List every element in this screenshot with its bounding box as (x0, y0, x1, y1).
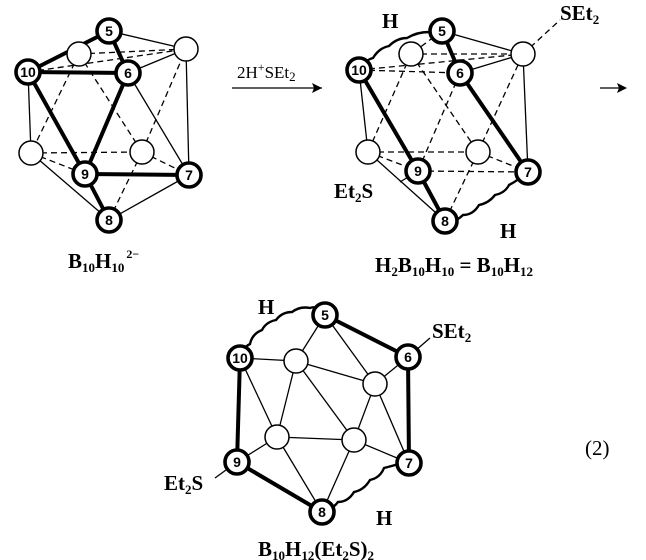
atom-8 (95, 206, 123, 234)
atom-6 (114, 59, 142, 87)
atom-label-8: 8 (318, 504, 326, 520)
cluster-b10h12-et2s2: 5 6 7 8 9 10 H H SEt2 Et2S B10H12(Et2S)2 (164, 295, 471, 560)
atom-label-6: 6 (124, 65, 132, 81)
atom-9 (71, 160, 99, 188)
atom-10 (345, 56, 373, 84)
atom-5 (311, 301, 339, 329)
ligand-set2: SEt2 (560, 1, 599, 27)
boron-atom (129, 139, 155, 165)
boron-atom (510, 41, 536, 67)
boron-atom (18, 140, 44, 166)
atom-9 (404, 157, 432, 185)
boron-atom (398, 41, 424, 67)
arrow-label: 2H+SEt2 (237, 60, 296, 84)
boron-atom (283, 348, 309, 374)
ligand-et2s: Et2S (334, 179, 373, 205)
cluster-b10h10: 5 6 7 8 9 10 B10H102− (14, 17, 203, 275)
reaction-arrow-2 (600, 83, 627, 93)
atom-label-5: 5 (438, 23, 446, 39)
atom-7 (395, 449, 423, 477)
caption-b10h12-et2s2: B10H12(Et2S)2 (258, 537, 374, 560)
boron-atom (264, 424, 290, 450)
boron-atom (362, 371, 388, 397)
atom-10 (14, 58, 42, 86)
boron-atom (66, 41, 92, 67)
caption-b10h10: B10H102− (68, 247, 139, 275)
atom-label-7: 7 (405, 455, 413, 471)
atom-6 (394, 343, 422, 371)
atom-6 (446, 59, 474, 87)
ligand-set2: SEt2 (432, 319, 471, 345)
atom-8 (431, 207, 459, 235)
atom-7 (514, 158, 542, 186)
atom-label-10: 10 (232, 350, 248, 366)
atom-label-8: 8 (441, 213, 449, 229)
atom-label-10: 10 (20, 64, 36, 80)
atom-9 (223, 448, 251, 476)
reaction-arrow-1: 2H+SEt2 (232, 60, 322, 93)
atom-7 (175, 161, 203, 189)
boron-atom (341, 427, 367, 453)
caption-b10h12: H2B10H10 = B10H12 (375, 253, 533, 279)
bridge-h-bottom: H (376, 506, 392, 530)
atom-label-5: 5 (105, 23, 113, 39)
ligand-et2s: Et2S (164, 471, 203, 497)
bridge-h-top: H (382, 9, 398, 33)
atom-label-5: 5 (321, 307, 329, 323)
bridge-h-bottom: H (500, 219, 516, 243)
atom-10 (226, 344, 254, 372)
atom-5 (95, 17, 123, 45)
cluster-b10h12: 5 6 7 8 9 10 H H SEt2 Et2S H2B10H10 = B1… (334, 1, 599, 279)
atom-5 (428, 17, 456, 45)
atom-label-6: 6 (456, 65, 464, 81)
equation-number: (2) (585, 436, 610, 460)
bridge-h-top: H (258, 295, 274, 319)
atom-8 (308, 498, 336, 526)
atom-label-10: 10 (351, 62, 367, 78)
boron-atom (355, 139, 381, 165)
atom-label-8: 8 (105, 212, 113, 228)
boron-atom (465, 139, 491, 165)
atom-label-9: 9 (233, 454, 241, 470)
atom-label-7: 7 (185, 167, 193, 183)
atom-label-6: 6 (404, 349, 412, 365)
atom-label-9: 9 (414, 163, 422, 179)
atom-label-7: 7 (524, 164, 532, 180)
atom-label-9: 9 (81, 166, 89, 182)
boron-atom (173, 36, 199, 62)
